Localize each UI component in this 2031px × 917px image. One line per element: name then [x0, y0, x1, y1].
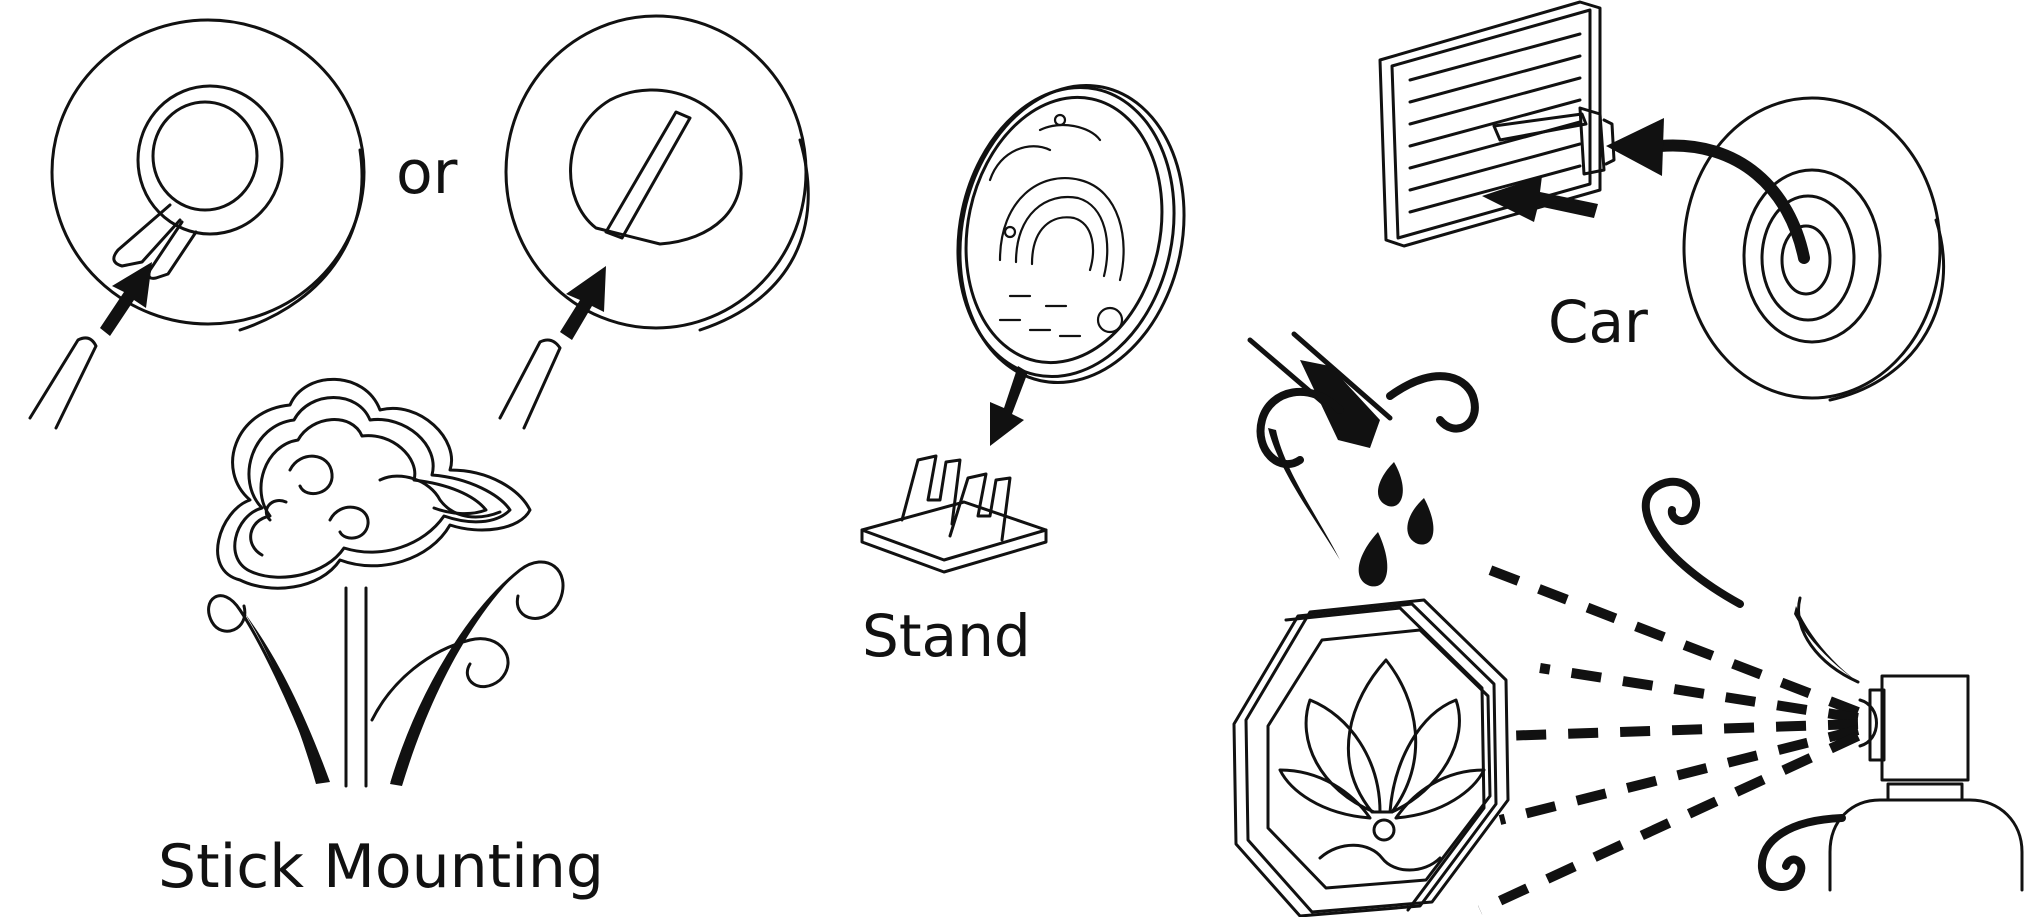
stick-icon	[346, 588, 366, 786]
octagon-lotus-disc-icon	[1234, 600, 1508, 916]
wind-swirl-icon	[1646, 482, 1858, 887]
stick-icon	[30, 338, 96, 428]
wave-pattern-disc-icon	[932, 64, 1211, 403]
insert-arrow-icon	[990, 366, 1028, 446]
wind-swirl-icon	[209, 562, 563, 786]
or-label: or	[396, 138, 457, 208]
car-label: Car	[1548, 288, 1648, 356]
stick-mounting-label: Stick Mounting	[158, 832, 604, 902]
disc-keyhole-slot-icon	[52, 20, 364, 330]
car-disc-icon	[1684, 98, 1944, 400]
cloud-swirl-disc-icon	[218, 379, 530, 588]
disc-straight-slot-icon	[506, 16, 808, 330]
insert-arrow-icon	[100, 262, 152, 336]
wind-swirl-icon	[1261, 376, 1475, 560]
insert-arrow-icon	[560, 266, 606, 340]
stand-label: Stand	[862, 602, 1031, 670]
stick-icon	[500, 340, 560, 428]
insert-arrow-icon	[1482, 176, 1598, 222]
stand-base-icon	[862, 456, 1046, 572]
insert-arrow-icon	[1606, 118, 1804, 258]
